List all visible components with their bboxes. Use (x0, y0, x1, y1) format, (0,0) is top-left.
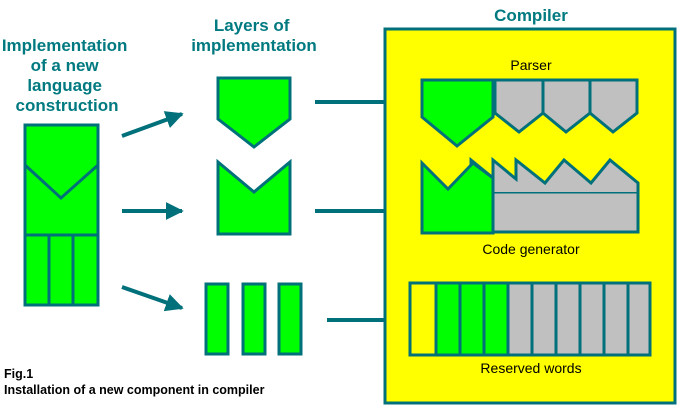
heading-line: Implementation (2, 36, 128, 55)
generator-row (420, 156, 640, 235)
heading-line: implementation (191, 36, 317, 55)
generator-existing-teeth (491, 156, 640, 192)
reserved-words-label: Reserved words (480, 360, 581, 376)
parser-row (420, 78, 639, 148)
heading-line: language (27, 76, 102, 95)
heading-new-construction: Implementation of a new language constru… (2, 36, 132, 115)
figure-caption: Installation of a new component in compi… (4, 383, 265, 397)
word-new-slot (458, 281, 486, 357)
parser-layer-shape (216, 76, 292, 149)
construction-body (23, 123, 100, 307)
code-generator-label: Code generator (482, 241, 580, 257)
word-existing-slot (626, 281, 652, 357)
generator-layer-shape (216, 158, 292, 236)
word-new-slot (434, 281, 462, 357)
figure-number: Fig.1 (4, 367, 33, 381)
word-existing-slot (530, 281, 558, 357)
generator-new-part (420, 159, 495, 235)
parser-new-part (420, 78, 495, 148)
construction-parser-notch (23, 163, 99, 201)
heading-layers: Layers of implementation (191, 16, 317, 55)
heading-line: of a new (31, 56, 100, 75)
arrow-to-words-layer (121, 285, 184, 312)
word-existing-slot (554, 281, 582, 357)
new-construction-block (23, 123, 100, 307)
heading-line: construction (16, 96, 119, 115)
word-existing-slot (602, 281, 630, 357)
word-existing-slot (506, 281, 534, 357)
word-layer-bar (204, 282, 230, 356)
heading-compiler: Compiler (494, 6, 568, 25)
word-layer-bar (241, 282, 267, 356)
heading-line: Layers of (214, 16, 290, 35)
word-layer-bar (277, 282, 303, 356)
generator-existing-block (491, 190, 640, 234)
reserved-words-row (408, 281, 652, 357)
word-new-slot (482, 281, 510, 357)
reserved-words-layer (204, 282, 303, 356)
parser-label: Parser (510, 57, 552, 73)
word-existing-slot (578, 281, 606, 357)
arrow-to-parser-layer (121, 111, 184, 138)
